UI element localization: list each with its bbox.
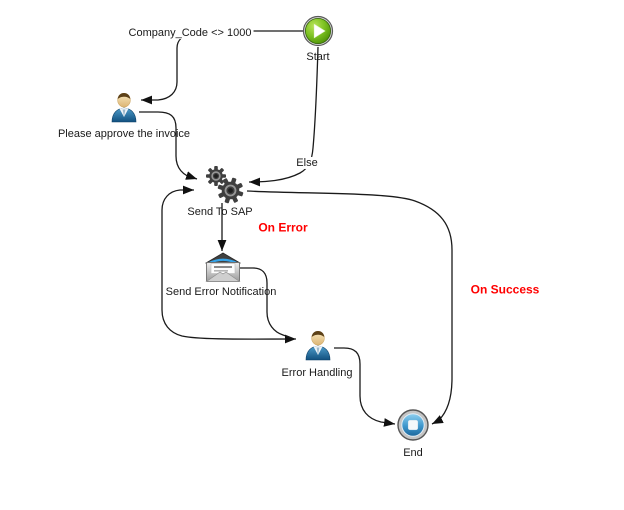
send-to-sap-label: Send To SAP — [187, 205, 253, 218]
end-event-icon[interactable] — [395, 407, 431, 443]
start-label: Start — [306, 50, 330, 63]
edge-label-on-success: On Success — [470, 282, 540, 297]
edge-label-on-error: On Error — [258, 220, 308, 235]
edge-approve-to-sendtosap — [139, 111, 198, 180]
edge-loop-to-errorhandling — [161, 210, 297, 344]
edge-errorhandling-to-end — [334, 347, 396, 427]
error-handling-user-icon[interactable] — [303, 329, 333, 361]
start-event-icon[interactable] — [301, 14, 335, 48]
edge-sendtosap-to-end — [246, 190, 453, 425]
approve-invoice-label: Please approve the invoice — [57, 127, 191, 140]
approve-invoice-user-icon[interactable] — [109, 91, 139, 123]
error-handling-label: Error Handling — [281, 366, 353, 379]
send-error-notification-label: Send Error Notification — [165, 285, 277, 298]
edge-loop-to-sendtosap — [161, 185, 194, 211]
edge-label-else: Else — [294, 156, 320, 170]
end-label: End — [403, 446, 423, 459]
edge-label-company-code: Company_Code <> 1000 — [126, 26, 254, 40]
edge-start-to-approve — [141, 30, 303, 105]
send-to-sap-gears-icon[interactable] — [199, 164, 247, 206]
send-error-notification-mail-icon[interactable] — [203, 250, 243, 284]
edge-notification-to-errorhandling — [240, 267, 292, 339]
